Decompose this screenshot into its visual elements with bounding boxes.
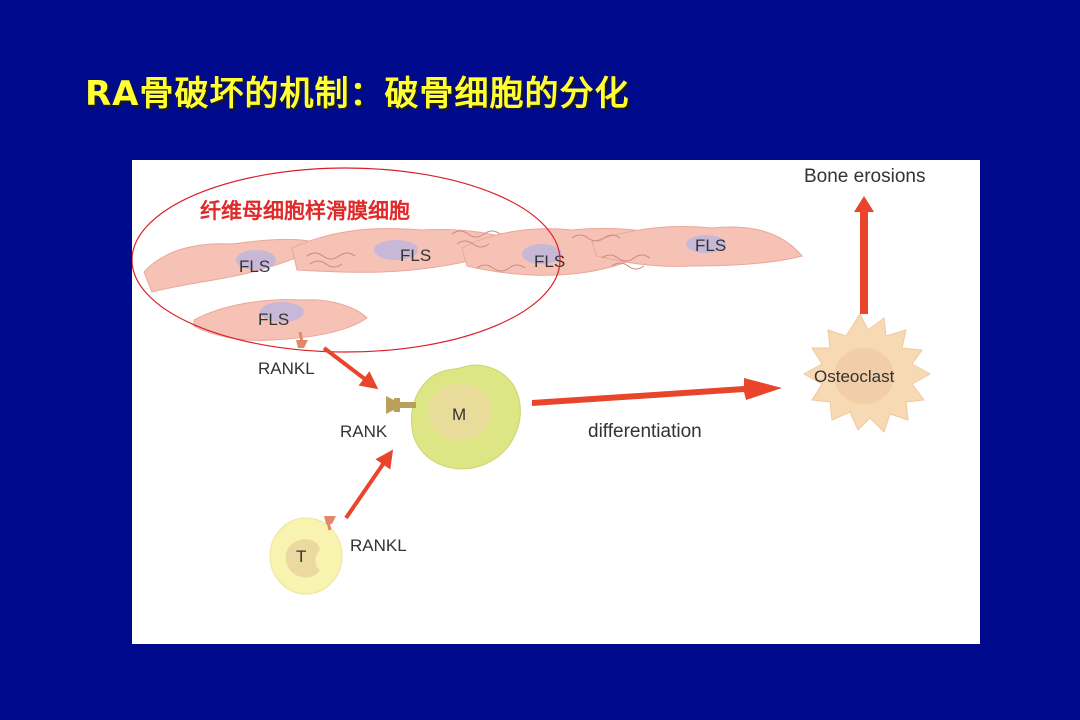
macrophage-cell [411, 364, 521, 470]
fls-nucleus [522, 244, 562, 264]
fibrous-strands [306, 230, 651, 272]
fls-label: FLS [239, 257, 270, 276]
fls-nucleus [374, 240, 418, 260]
macrophage-label: M [452, 405, 466, 424]
t-cell-label: T [296, 547, 306, 566]
fls-cell-row [143, 226, 803, 341]
rankl-ligand-t-cell [324, 516, 336, 531]
rankl-label-fls: RANKL [258, 359, 315, 378]
arrow-bone-erosions [854, 196, 874, 314]
t-cell [269, 517, 343, 595]
arrow-t-cell-to-rank [344, 449, 394, 520]
fls-label: FLS [695, 236, 726, 255]
differentiation-label: differentiation [588, 421, 702, 442]
fls-nucleus [260, 302, 304, 322]
page-title: RA骨破坏的机制：破骨细胞的分化 [85, 74, 630, 114]
rank-receptor [386, 396, 416, 414]
rankl-label-t-cell: RANKL [350, 536, 407, 555]
rank-label: RANK [340, 422, 388, 441]
arrow-fls-to-rank [322, 346, 379, 390]
diagram-panel: FLS FLS FLS FLS FLS 纤维母细胞样滑膜细胞 RANKL M R… [132, 160, 980, 644]
fls-group-label: 纤维母细胞样滑膜细胞 [200, 199, 410, 223]
arrow-differentiation [532, 378, 782, 406]
fls-nucleus [236, 250, 276, 270]
osteoclast-label: Osteoclast [814, 367, 895, 386]
fls-label: FLS [534, 252, 565, 271]
fls-label: FLS [400, 246, 431, 265]
fls-label: FLS [258, 310, 289, 329]
fls-group-ellipse [132, 167, 561, 353]
osteoclast-nucleus [834, 348, 894, 404]
bone-erosions-label: Bone erosions [804, 166, 925, 187]
fls-nucleus [686, 235, 726, 253]
diagram-canvas: FLS FLS FLS FLS FLS 纤维母细胞样滑膜细胞 RANKL M R… [132, 166, 932, 595]
rankl-ligand-fls [296, 331, 308, 348]
